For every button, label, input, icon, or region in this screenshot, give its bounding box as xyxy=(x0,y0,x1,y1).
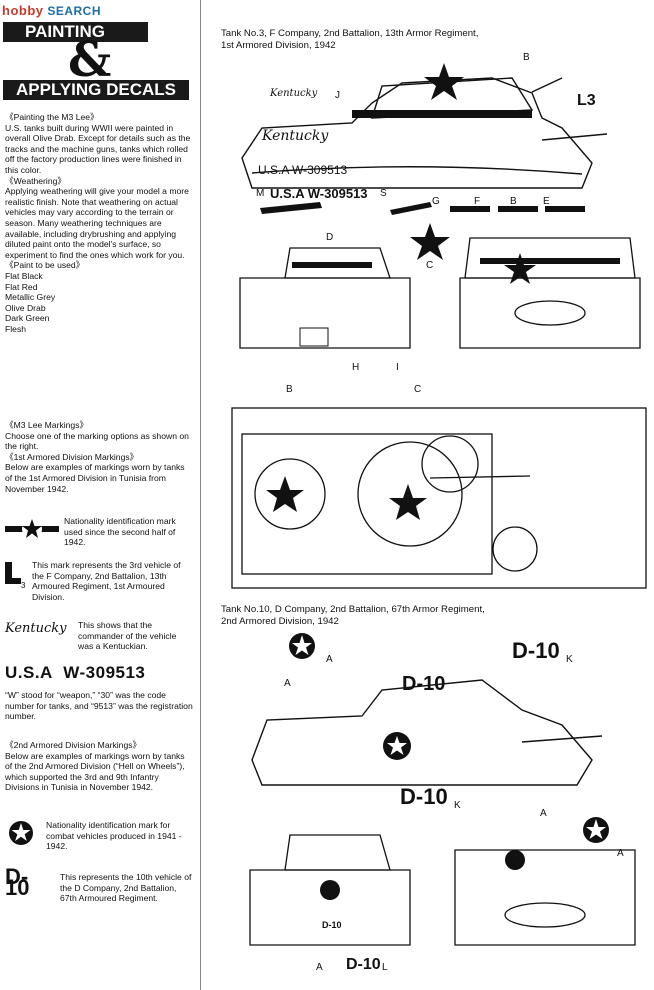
l3-decal: L3 xyxy=(577,92,596,109)
tank10-front-rear-views: D-10 xyxy=(249,834,636,946)
label-B: B xyxy=(523,52,530,63)
label-D: D xyxy=(326,232,334,243)
label-G: G xyxy=(432,196,440,207)
circle-star-decal-2 xyxy=(583,817,609,843)
star-note: Nationality identification mark used sin… xyxy=(64,516,176,548)
label-C: C xyxy=(426,260,434,271)
label-M: M xyxy=(256,188,265,199)
usa-serial-on-hull: U.S.A W-309513 xyxy=(258,163,347,177)
tank10-caption: Tank No.10, D Company, 2nd Battalion, 67… xyxy=(221,604,485,627)
label-E: E xyxy=(543,196,550,207)
applying-decals-title: APPLYING DECALS xyxy=(3,80,189,100)
d10-front-small: D-10 xyxy=(322,920,342,930)
painting-section: 《Painting the M3 Lee》 U.S. tanks built d… xyxy=(5,112,193,334)
diagram-column xyxy=(200,0,654,990)
tank3-caption: Tank No.3, F Company, 2nd Battalion, 13t… xyxy=(221,28,479,51)
kentucky-decal-sample: Kentucky xyxy=(270,88,318,99)
l3-note: This mark represents the 3rd vehicle of … xyxy=(32,560,181,602)
label-K-1: K xyxy=(566,654,573,665)
label-A-2: A xyxy=(284,678,291,689)
label-B-top: B xyxy=(286,384,293,395)
tank3-side-view: Kentucky U.S.A W-309513 xyxy=(241,63,608,189)
label-A-4: A xyxy=(617,848,624,859)
instructions-column: hobby SEARCH PAINTING & APPLYING DECALS … xyxy=(0,0,200,990)
second-armored-section: 《2nd Armored Division Markings》 Below ar… xyxy=(5,740,185,793)
paint-list: Flat Black Flat Red Metallic Grey Olive … xyxy=(5,270,56,334)
stripe-decals xyxy=(260,202,585,215)
label-B2: B xyxy=(510,196,517,207)
kentucky-script: Kentucky xyxy=(5,621,67,636)
circle-star-icon xyxy=(9,821,33,845)
kentucky-on-hull: Kentucky xyxy=(261,128,329,144)
label-I: I xyxy=(396,362,399,373)
serial-display: U.S.A W-309513 xyxy=(5,663,146,682)
svg-text:3: 3 xyxy=(21,581,26,588)
d10-decal-2: D-10 xyxy=(400,784,448,809)
markings-section: 《M3 Lee Markings》 Choose one of the mark… xyxy=(5,420,189,494)
circle-note: Nationality identification mark for comb… xyxy=(46,820,182,852)
star-bar-icon xyxy=(5,519,59,539)
ampersand: & xyxy=(68,32,112,88)
label-A-5: A xyxy=(316,962,323,973)
l3-mark-icon: 3 xyxy=(5,562,26,588)
label-L: L xyxy=(382,962,388,973)
d10-decal-3: D-10 xyxy=(346,956,381,973)
kentucky-note: This shows that the commander of the veh… xyxy=(78,620,177,652)
usa-decal: U.S.A W-309513 xyxy=(270,186,368,201)
circle-star-decal xyxy=(289,633,315,659)
label-S: S xyxy=(380,188,387,199)
label-H: H xyxy=(352,362,360,373)
d10-on-turret: D-10 xyxy=(402,673,445,695)
d10-note: This represents the 10th vehicle of the … xyxy=(60,872,192,904)
label-C-top: C xyxy=(414,384,422,395)
painting-title: PAINTING xyxy=(3,22,148,42)
label-F: F xyxy=(474,196,481,207)
d10-decal-1: D-10 xyxy=(512,638,560,663)
label-A-1: A xyxy=(326,654,333,665)
label-J: J xyxy=(335,90,340,101)
tank3-front-rear-views xyxy=(239,223,641,349)
d10-mark: D-10 xyxy=(5,864,30,900)
label-A-3: A xyxy=(540,808,547,819)
watermark: hobby SEARCH xyxy=(2,3,102,18)
label-K-2: K xyxy=(454,800,461,811)
tank3-top-view xyxy=(231,407,647,589)
tank10-side-view: D-10 xyxy=(251,673,603,786)
serial-note: “W” stood for “weapon,” “30” was the cod… xyxy=(5,690,193,722)
